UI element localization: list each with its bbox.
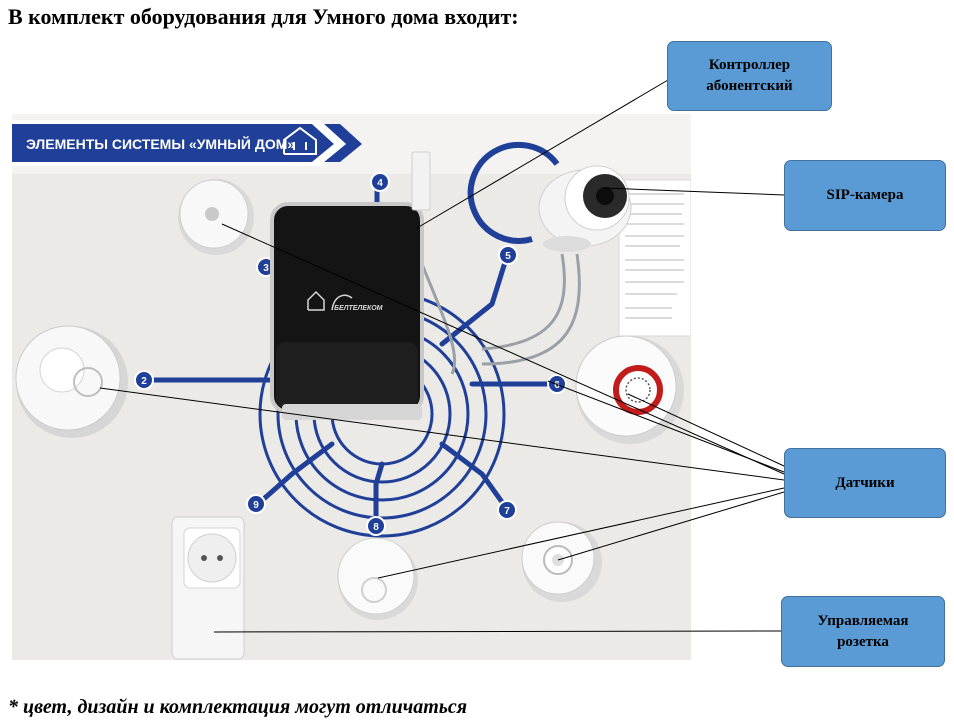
banner-text: ЭЛЕМЕНТЫ СИСТЕМЫ «УМНЫЙ ДОМ» (26, 135, 295, 152)
callout-sensors: Датчики (784, 448, 946, 518)
sensor-top (178, 179, 254, 255)
node-8: 8 (373, 522, 379, 533)
callout-sip-camera-label: SIP-камера (826, 187, 904, 203)
callout-socket: Управляемая розетка (781, 596, 945, 667)
banner: ЭЛЕМЕНТЫ СИСТЕМЫ «УМНЫЙ ДОМ» (12, 120, 362, 166)
page-title: В комплект оборудования для Умного дома … (8, 4, 519, 29)
node-9: 9 (253, 500, 259, 511)
node-6: 6 (554, 380, 560, 391)
node-5: 5 (505, 251, 511, 262)
sensor-smoke (15, 325, 128, 438)
node-4: 4 (377, 178, 383, 189)
callout-socket-label: Управляемая розетка (817, 612, 909, 650)
node-3: 3 (263, 263, 269, 274)
callout-sensors-label: Датчики (835, 474, 895, 491)
equipment-illustration: ЭЛЕМЕНТЫ СИСТЕМЫ «УМНЫЙ ДОМ» 2 (12, 114, 691, 660)
node-2: 2 (141, 376, 147, 387)
callout-controller-label: Контроллер абонентский (706, 57, 793, 94)
sensor-siren (575, 335, 684, 444)
callout-controller: Контроллер абонентский (667, 41, 832, 111)
smart-socket-device (171, 516, 245, 660)
callout-sip-camera: SIP-камера (784, 160, 946, 231)
footnote: * цвет, дизайн и комплектация могут отли… (8, 696, 468, 718)
sensor-water (521, 521, 602, 602)
equipment-photo: ЭЛЕМЕНТЫ СИСТЕМЫ «УМНЫЙ ДОМ» 2 (12, 114, 691, 660)
node-7: 7 (504, 506, 510, 517)
brand-text: БЕЛТЕЛЕКОМ (334, 305, 383, 312)
